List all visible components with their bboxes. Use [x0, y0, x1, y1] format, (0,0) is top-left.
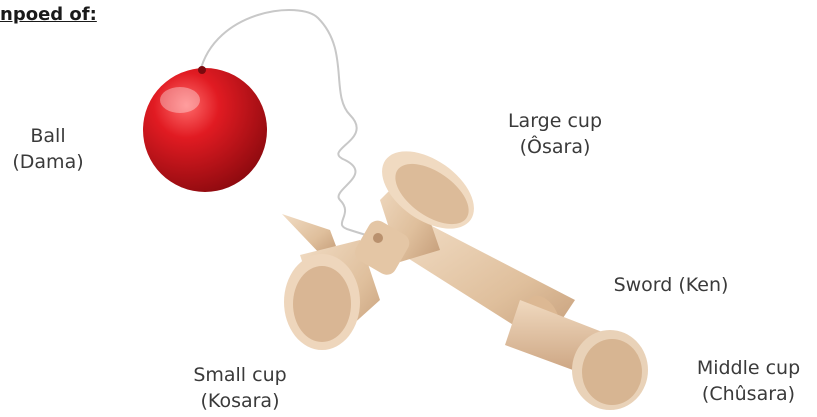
label-small-cup-japanese: (Kosara) — [170, 388, 310, 414]
ball-dama — [143, 66, 267, 192]
label-sword: Sword (Ken) — [596, 272, 746, 298]
label-small-cup-name: Small cup — [170, 362, 310, 388]
label-small-cup: Small cup (Kosara) — [170, 362, 310, 414]
label-ball-japanese: (Dama) — [0, 149, 96, 175]
label-large-cup-name: Large cup — [470, 108, 640, 134]
label-ball: Ball (Dama) — [0, 123, 96, 175]
label-large-cup: Large cup (Ôsara) — [470, 108, 640, 160]
sword-ken — [395, 225, 648, 410]
label-sword-name: Sword (Ken) — [596, 272, 746, 298]
label-middle-cup-japanese: (Chûsara) — [680, 381, 817, 407]
label-large-cup-japanese: (Ôsara) — [470, 134, 640, 160]
label-ball-name: Ball — [0, 123, 96, 149]
label-middle-cup-name: Middle cup — [680, 355, 817, 381]
label-middle-cup: Middle cup (Chûsara) — [680, 355, 817, 407]
